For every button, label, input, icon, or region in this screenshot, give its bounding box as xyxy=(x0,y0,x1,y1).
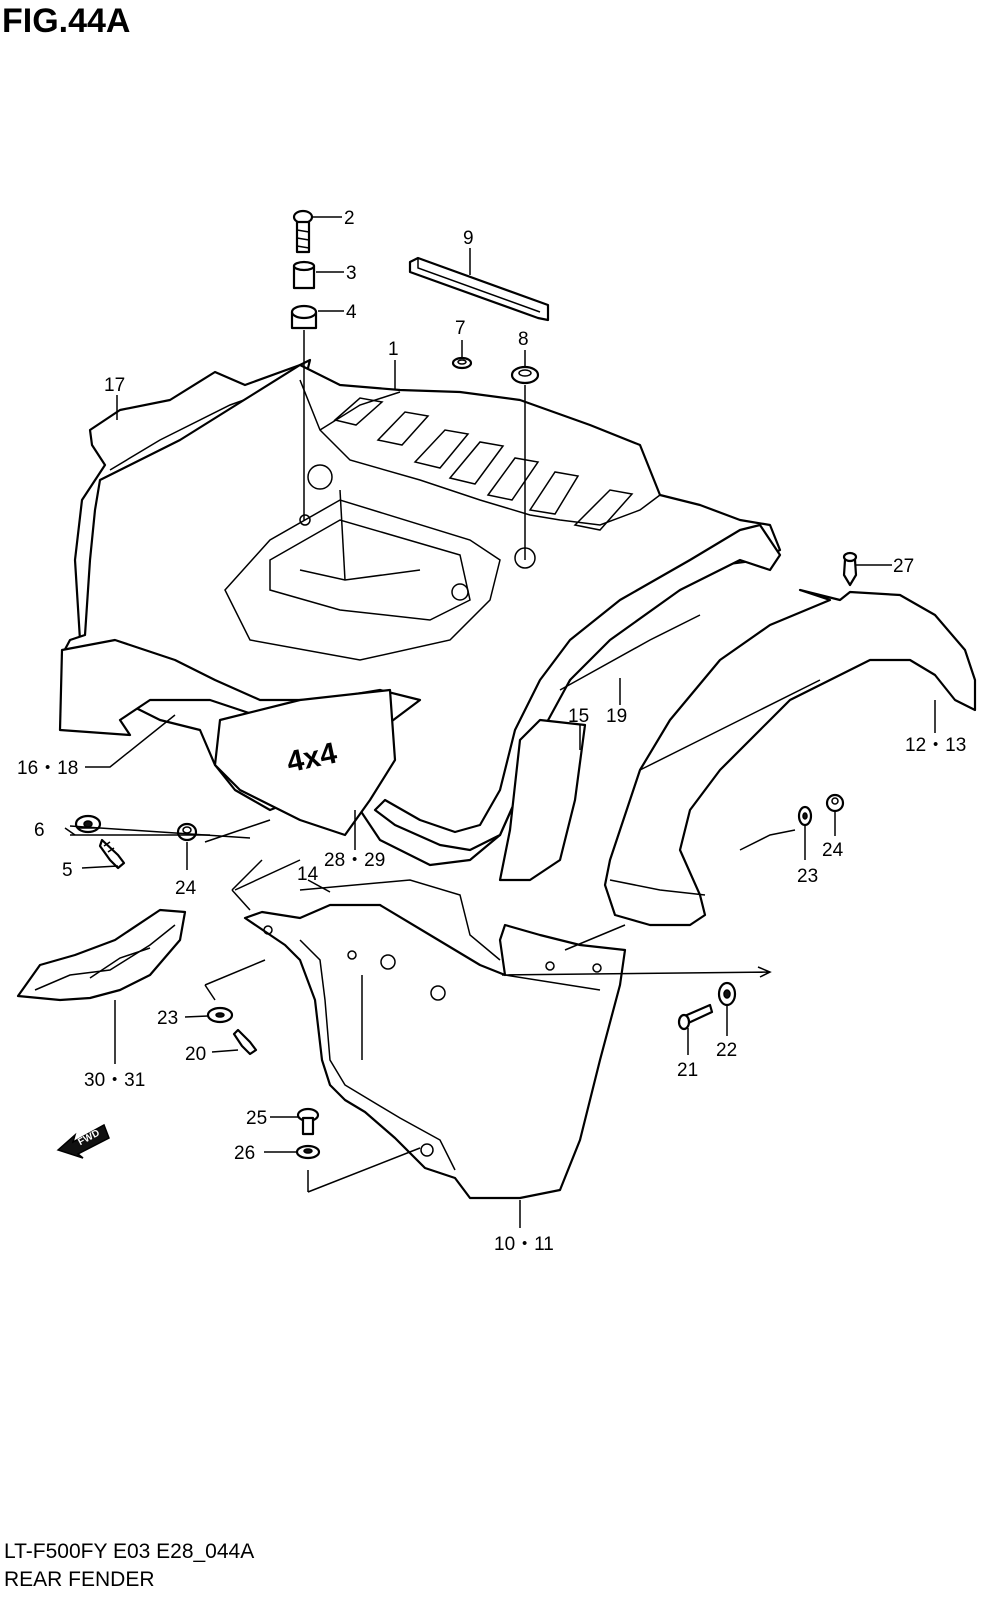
callout-26: 26 xyxy=(234,1143,255,1164)
part-24-nut-left xyxy=(176,822,198,842)
callout-21: 21 xyxy=(677,1060,698,1081)
part-3-collar xyxy=(292,260,316,290)
part-10-11-mud-flap xyxy=(243,903,627,1200)
part-12-13-fender-flare xyxy=(603,588,977,927)
callout-17: 17 xyxy=(104,375,125,396)
part-24-nut-right xyxy=(825,793,845,813)
callout-labels: 2 3 4 9 7 8 1 17 27 19 15 12・13 16・18 6 … xyxy=(17,208,966,1255)
callout-14: 14 xyxy=(297,864,319,885)
callout-7: 7 xyxy=(455,318,466,339)
callout-24-left: 24 xyxy=(175,878,197,899)
part-20-bolt xyxy=(232,1028,258,1056)
callout-15: 15 xyxy=(568,706,589,727)
part-9-foam-strip xyxy=(408,256,550,322)
part-6-washer xyxy=(74,814,102,834)
callout-3: 3 xyxy=(346,263,357,284)
part-22-washer xyxy=(717,981,737,1007)
callout-30-31: 30・31 xyxy=(84,1070,145,1091)
callout-10-11: 10・11 xyxy=(494,1234,554,1255)
callout-20: 20 xyxy=(185,1044,206,1065)
section-name: REAR FENDER xyxy=(4,1568,155,1591)
callout-12-13: 12・13 xyxy=(905,735,966,756)
forward-arrow-icon: FWD xyxy=(56,1123,110,1159)
callout-25: 25 xyxy=(246,1108,267,1129)
callout-1: 1 xyxy=(388,339,399,360)
callout-23-right: 23 xyxy=(797,866,818,887)
part-2-screw xyxy=(292,209,314,254)
part-23-washer-left xyxy=(206,1006,234,1024)
part-27-clip xyxy=(842,551,858,587)
callout-16-18: 16・18 xyxy=(17,758,78,779)
leader-lines xyxy=(64,216,936,1228)
callout-19: 19 xyxy=(606,706,627,727)
model-code: LT-F500FY E03 E28_044A xyxy=(4,1540,255,1563)
callout-28-29: 28・29 xyxy=(324,850,385,871)
part-8-grommet xyxy=(510,365,540,385)
part-1-rear-fender-body: 4x4 xyxy=(58,363,782,867)
callout-6: 6 xyxy=(34,820,45,841)
callout-4: 4 xyxy=(346,302,357,323)
part-25-bolt xyxy=(296,1107,320,1136)
part-23-washer-right xyxy=(797,805,813,827)
part-7-nut xyxy=(451,356,473,370)
callout-9: 9 xyxy=(463,228,474,249)
part-21-bolt xyxy=(677,1003,714,1031)
callout-5: 5 xyxy=(62,860,73,881)
part-14-brace xyxy=(234,859,501,961)
callout-2: 2 xyxy=(344,208,355,229)
callout-27: 27 xyxy=(893,556,914,577)
callout-8: 8 xyxy=(518,329,529,350)
callout-24-right: 24 xyxy=(822,840,844,861)
part-26-nut xyxy=(295,1144,321,1160)
part-30-31-guard-plate xyxy=(16,908,187,1002)
callout-23-left: 23 xyxy=(157,1008,178,1029)
part-19-rail-strip xyxy=(559,614,701,691)
part-4-grommet xyxy=(290,304,318,330)
callout-22: 22 xyxy=(716,1040,737,1061)
part-5-bolt xyxy=(98,838,126,870)
figure-title: FIG.44A xyxy=(2,2,131,40)
part-15-side-panel xyxy=(498,718,587,882)
